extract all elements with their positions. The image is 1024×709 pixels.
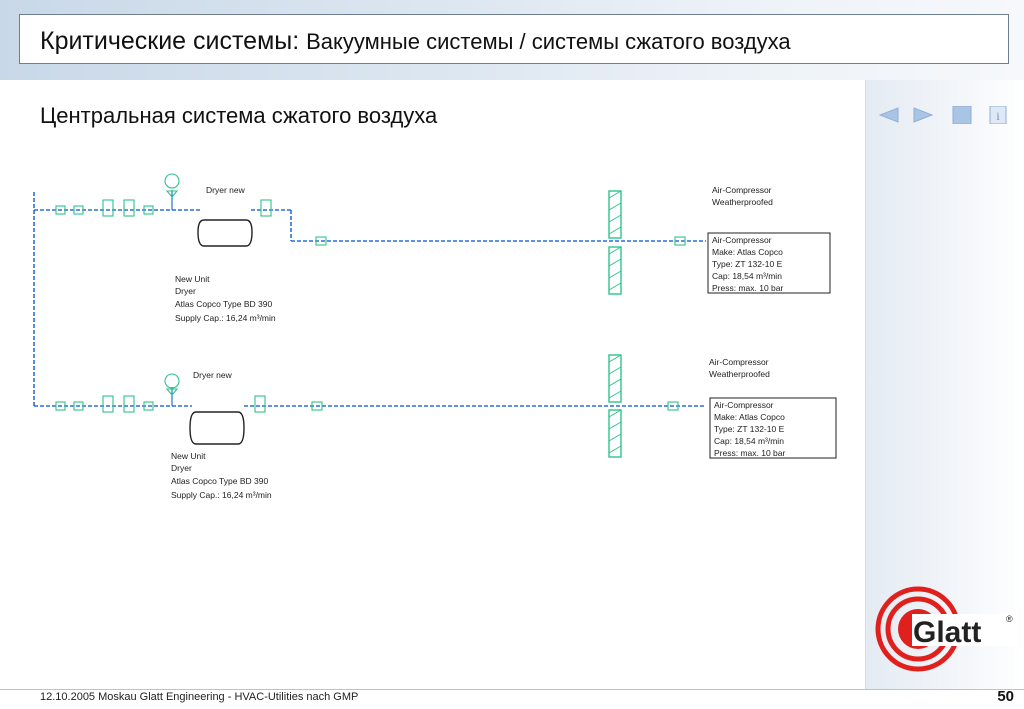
compressor-title-1a: Air-Compressor xyxy=(712,185,772,195)
compressor-info-1-0: Air-Compressor xyxy=(712,235,772,245)
dryer-label-1: Dryer new xyxy=(206,185,246,195)
compressor-info-2-3: Cap: 18,54 m³/min xyxy=(714,436,784,446)
logo-text: Glatt xyxy=(913,616,981,649)
firewall-1 xyxy=(608,190,622,295)
info-label: i xyxy=(996,109,1000,123)
compressor-info-2-2: Type: ZT 132-10 E xyxy=(714,424,785,434)
square-icon[interactable] xyxy=(952,106,972,124)
dryer-info-2-3: Supply Cap.: 16,24 m³/min xyxy=(171,490,272,500)
filter-fittings-1 xyxy=(55,173,686,246)
compressor-info-2-1: Make: Atlas Copco xyxy=(714,412,785,422)
compressor-info-1-4: Press: max. 10 bar xyxy=(712,283,784,293)
footer-text: 12.10.2005 Moskau Glatt Engineering - HV… xyxy=(40,691,359,703)
compressor-title-2a: Air-Compressor xyxy=(709,357,769,367)
compressor-info-1-2: Type: ZT 132-10 E xyxy=(712,259,783,269)
compressor-info-1-1: Make: Atlas Copco xyxy=(712,247,783,257)
dryer-info-2-1: Dryer xyxy=(171,463,192,473)
title-box: Критические системы: Вакуумные системы /… xyxy=(19,14,1009,64)
firewall-2 xyxy=(608,354,622,458)
dryer-info-2-0: New Unit xyxy=(171,451,206,461)
slide-title: Критические системы: Вакуумные системы /… xyxy=(40,27,791,56)
compressor-box-1 xyxy=(707,232,831,294)
dryer-info-1-1: Dryer xyxy=(175,286,196,296)
footer-line xyxy=(0,689,1024,690)
page-number: 50 xyxy=(997,688,1014,705)
left-arrow-icon[interactable] xyxy=(879,106,899,124)
title-sub: Вакуумные системы / системы сжатого возд… xyxy=(306,29,791,54)
dryer-info-1-2: Atlas Copco Type BD 390 xyxy=(175,299,272,309)
info-icon[interactable]: i xyxy=(988,106,1008,124)
dryer-1 xyxy=(197,219,253,247)
compressor-title-2b: Weatherproofed xyxy=(709,369,770,379)
compressor-info-2-4: Press: max. 10 bar xyxy=(714,448,786,458)
dryer-info-1-0: New Unit xyxy=(175,274,210,284)
title-main: Критические системы: xyxy=(40,27,300,55)
compressor-info-2-0: Air-Compressor xyxy=(714,400,774,410)
glatt-logo: Glatt ® xyxy=(875,586,1018,672)
compressor-box-2 xyxy=(709,397,837,459)
dryer-2 xyxy=(189,411,245,445)
right-panel xyxy=(865,80,1024,689)
slide-subtitle: Центральная система сжатого воздуха xyxy=(40,103,438,128)
compressed-air-line-2: Dryer new Air-Compressor Weatherproofed … xyxy=(34,354,837,500)
dryer-info-1-3: Supply Cap.: 16,24 m³/min xyxy=(175,313,276,323)
dryer-label-2: Dryer new xyxy=(193,370,233,380)
logo-registered: ® xyxy=(1006,614,1013,624)
compressor-info-1-3: Cap: 18,54 m³/min xyxy=(712,271,782,281)
dryer-info-2-2: Atlas Copco Type BD 390 xyxy=(171,476,268,486)
compressed-air-line-1: Dryer new Air-Compressor Weatherproofed … xyxy=(34,173,831,323)
right-arrow-icon[interactable] xyxy=(913,106,933,124)
compressor-title-1b: Weatherproofed xyxy=(712,197,773,207)
filter-fittings-2 xyxy=(55,373,679,413)
